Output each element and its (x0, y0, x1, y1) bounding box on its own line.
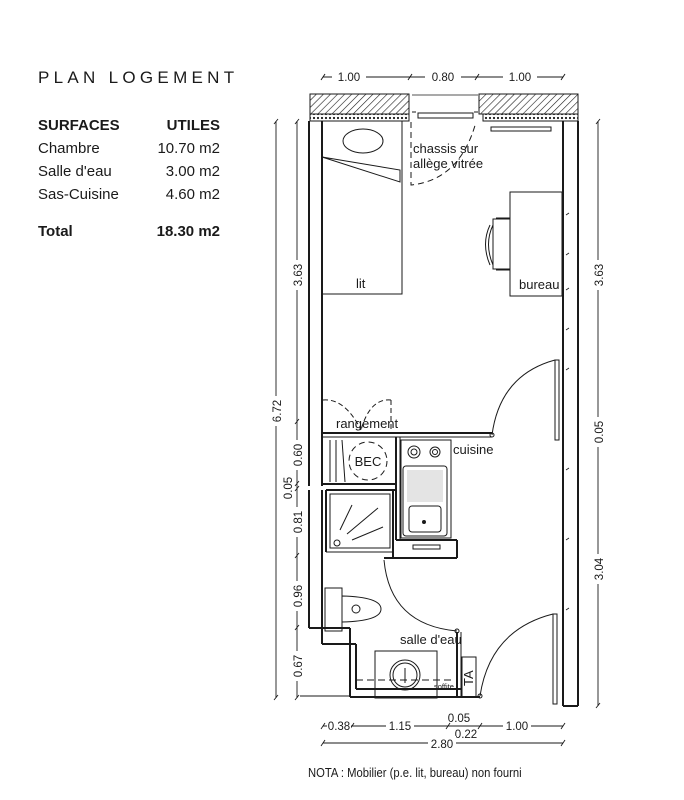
label-lit: lit (356, 276, 366, 291)
washbasin (356, 650, 455, 699)
chair (485, 217, 511, 271)
dim-left-basin: 0.67 (293, 655, 305, 677)
surface-row-total: Total 18.30 m2 (38, 220, 220, 243)
surface-value: 3.00 m2 (165, 163, 220, 180)
label-rangement: rangement (336, 416, 399, 431)
label-bec: BEC (355, 454, 382, 469)
right-dimension-line (595, 118, 601, 709)
dim-left-total: 6.72 (272, 400, 284, 422)
surfaces-header: SURFACES UTILES (38, 114, 220, 137)
surface-label: Sas-Cuisine (38, 186, 119, 203)
surface-row-sas-cuisine: Sas-Cuisine 4.60 m2 (38, 183, 220, 206)
surface-label: Salle d'eau (38, 163, 112, 180)
surface-total-value: 18.30 m2 (156, 223, 220, 240)
dim-left-wc: 0.96 (293, 585, 305, 607)
surface-value: 10.70 m2 (157, 140, 220, 157)
dim-top-middle: 0.80 (432, 72, 454, 84)
dim-bottom-total: 2.80 (431, 739, 453, 751)
water-heater (329, 439, 388, 483)
label-ta: TA (461, 670, 476, 686)
label-cuisine: cuisine (453, 442, 493, 457)
shower (329, 493, 391, 549)
facade-wall (309, 93, 579, 122)
surfaces-table: SURFACES UTILES Chambre 10.70 m2 Salle d… (38, 114, 220, 243)
rangement-doors (322, 399, 392, 433)
dim-left-rangement: 0.60 (293, 444, 305, 466)
toilet (324, 587, 382, 632)
bed (321, 120, 403, 295)
left-wall (300, 121, 480, 698)
dim-right-chambre: 3.63 (594, 264, 606, 286)
label-soffite: soffite (434, 682, 454, 691)
page-title: PLAN LOGEMENT (38, 68, 239, 87)
bathroom-door-swing (383, 559, 458, 632)
label-chassis-line2: allège vitrée (413, 156, 483, 171)
surface-total-label: Total (38, 223, 73, 240)
dim-bottom-right: 1.00 (506, 721, 528, 733)
right-wall (562, 121, 579, 707)
dim-right-wall: 0.05 (594, 421, 606, 443)
dim-top-right: 1.00 (509, 72, 531, 84)
partition-walls (322, 432, 492, 559)
surfaces-col-value: UTILES (166, 117, 220, 134)
room-door (489, 359, 560, 441)
dim-top-left: 1.00 (338, 72, 360, 84)
kitchenette (400, 439, 452, 550)
dim-right-sas: 3.04 (594, 557, 606, 580)
dim-left-wall: 0.05 (283, 477, 295, 499)
entrance-door (477, 613, 558, 705)
dim-bottom-ta: 0.22 (455, 729, 477, 741)
label-chassis-line1: chassis sur (413, 141, 479, 156)
surfaces-col-label: SURFACES (38, 117, 120, 134)
furniture-note: NOTA : Mobilier (p.e. lit, bureau) non f… (308, 766, 522, 780)
surface-value: 4.60 m2 (165, 186, 220, 203)
right-wall-markers (565, 212, 570, 611)
dim-left-shower: 0.81 (293, 511, 305, 533)
dim-bottom-bath: 1.15 (389, 721, 411, 733)
dim-bottom-wall: 0.05 (448, 713, 470, 725)
label-salle-deau: salle d'eau (400, 632, 462, 647)
surface-row-chambre: Chambre 10.70 m2 (38, 137, 220, 160)
surface-row-salle-deau: Salle d'eau 3.00 m2 (38, 160, 220, 183)
dim-bottom-left: 0.38 (328, 721, 350, 733)
dim-left-chambre: 3.63 (293, 264, 305, 286)
surface-label: Chambre (38, 140, 100, 157)
ta-panel (461, 656, 477, 698)
radiator (490, 126, 552, 132)
label-bureau: bureau (519, 277, 559, 292)
window-swing (410, 121, 477, 186)
